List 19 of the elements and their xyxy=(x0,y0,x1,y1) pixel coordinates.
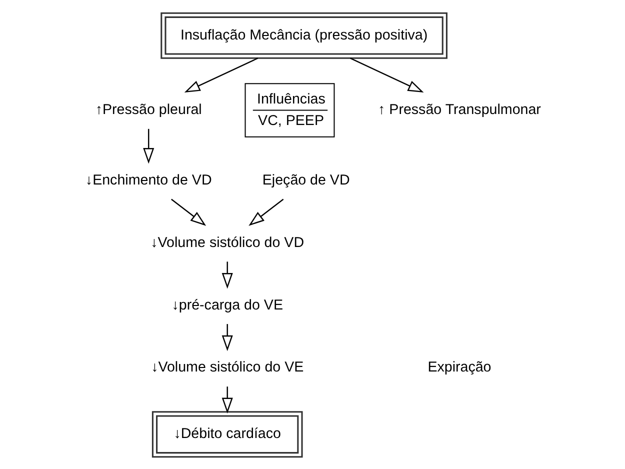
arrow xyxy=(221,386,232,414)
node-text: ↑ Pressão Transpulmonar xyxy=(378,102,540,118)
node-text: ↓Volume sistólico do VD xyxy=(150,234,304,250)
node-text: ↓Enchimento de VD xyxy=(84,172,212,188)
arrow xyxy=(184,57,258,92)
node-box: Insuflação Mecância (pressão positiva) xyxy=(160,12,447,58)
node-text: ↓pré-carga do VE xyxy=(171,296,282,313)
arrow xyxy=(142,128,154,164)
node-text: ↑Pressão pleural xyxy=(94,102,202,118)
node-text: ↓Volume sistólico do VE xyxy=(150,359,304,376)
arrow xyxy=(170,198,206,226)
node-box: Influências VC, PEEP xyxy=(244,82,334,137)
arrow xyxy=(248,198,284,226)
label: Expiração xyxy=(427,359,491,376)
arrow xyxy=(221,324,232,351)
arrow xyxy=(350,57,424,92)
node-text: Ejeção de VD xyxy=(262,172,350,188)
node-box: ↓Débito cardíaco xyxy=(151,410,302,458)
arrow xyxy=(221,261,232,288)
